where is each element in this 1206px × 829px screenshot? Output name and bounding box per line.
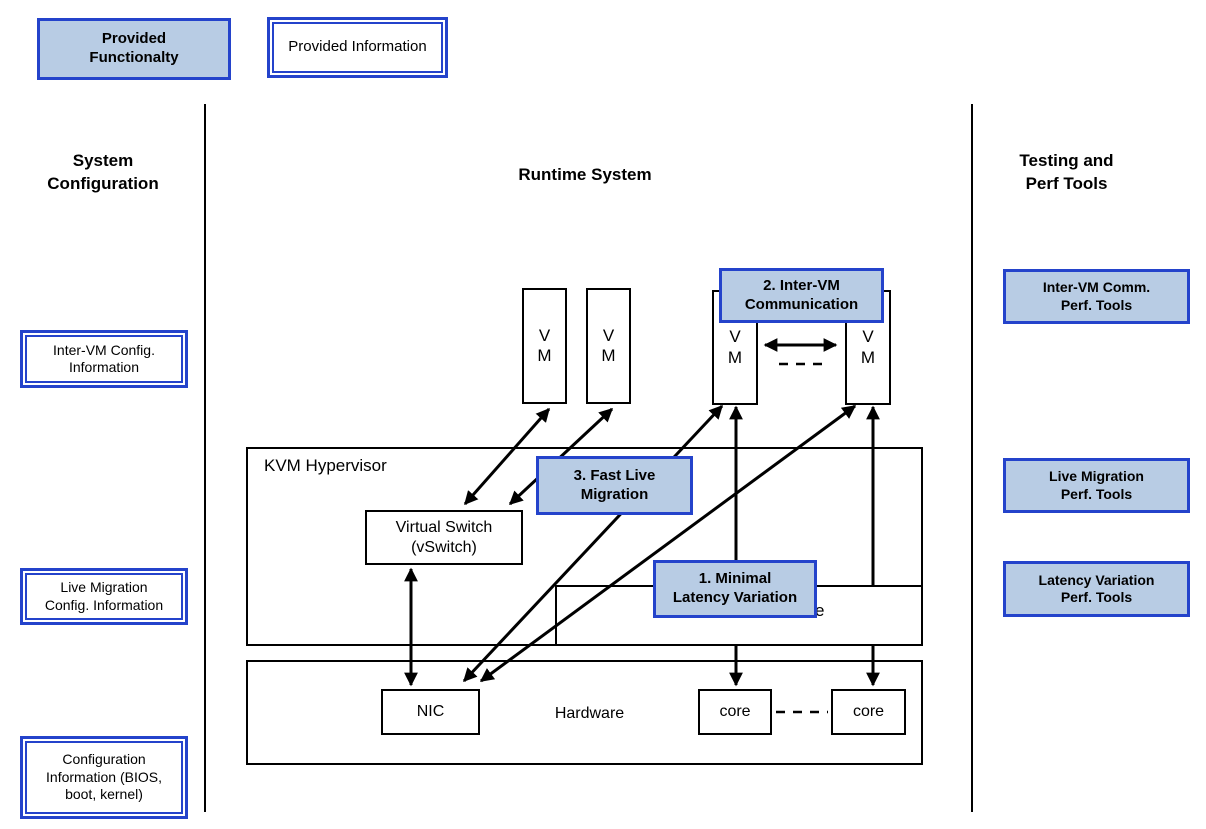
- legend-provided-functionality: Provided Functionalty: [37, 18, 231, 80]
- legend-provided-information: Provided Information: [267, 17, 448, 78]
- info-box-configuration-bios: Configuration Information (BIOS, boot, k…: [20, 736, 188, 819]
- legend-provided-information-label: Provided Information: [288, 38, 427, 56]
- overlay-inter-vm-communication-label: 2. Inter-VM Communication: [744, 276, 859, 313]
- vm-2-label: V M: [601, 325, 616, 365]
- info-box-configuration-bios-label: Configuration Information (BIOS, boot, k…: [46, 751, 162, 803]
- legend-provided-functionality-label: Provided Functionalty: [89, 30, 179, 66]
- info-box-live-migration-config-label: Live Migration Config. Information: [44, 579, 164, 613]
- info-box-inter-vm-config: Inter-VM Config. Information: [20, 330, 188, 388]
- core-1-label: core: [719, 703, 751, 720]
- vm-box-1: V M: [522, 288, 567, 404]
- vm-box-2: V M: [586, 288, 631, 404]
- vm-4-label: V M: [860, 327, 876, 367]
- nic-label: NIC: [416, 703, 445, 720]
- overlay-inter-vm-communication: 2. Inter-VM Communication: [719, 268, 884, 323]
- heading-testing-perf-tools: Testing and Perf Tools: [1019, 151, 1114, 193]
- vm-1-label: V M: [537, 325, 552, 365]
- tool-box-inter-vm-comm-label: Inter-VM Comm. Perf. Tools: [1042, 279, 1151, 313]
- core-box-1: core: [698, 689, 772, 735]
- tool-box-latency-variation: Latency Variation Perf. Tools: [1003, 561, 1190, 617]
- tool-box-latency-variation-label: Latency Variation Perf. Tools: [1038, 571, 1155, 606]
- overlay-fast-live-migration-label: 3. Fast Live Migration: [573, 466, 656, 503]
- nic-box: NIC: [381, 689, 480, 735]
- heading-system-configuration: System Configuration: [47, 151, 159, 193]
- tool-box-inter-vm-comm: Inter-VM Comm. Perf. Tools: [1003, 269, 1190, 324]
- heading-runtime-system: Runtime System: [518, 165, 652, 184]
- virtual-switch-box: Virtual Switch (vSwitch): [365, 510, 523, 565]
- core-2-label: core: [852, 703, 885, 720]
- info-box-live-migration-config: Live Migration Config. Information: [20, 568, 188, 625]
- overlay-fast-live-migration: 3. Fast Live Migration: [536, 456, 693, 515]
- hardware-box: Hardware: [246, 660, 923, 765]
- vm-3-label: V M: [727, 327, 743, 367]
- virtual-switch-label: Virtual Switch (vSwitch): [395, 518, 493, 556]
- overlay-minimal-latency-variation: 1. Minimal Latency Variation: [653, 560, 817, 618]
- kvm-hypervisor-label: KVM Hypervisor: [264, 456, 387, 475]
- tool-box-live-migration: Live Migration Perf. Tools: [1003, 458, 1190, 513]
- overlay-minimal-latency-variation-label: 1. Minimal Latency Variation: [672, 570, 798, 606]
- tool-box-live-migration-label: Live Migration Perf. Tools: [1049, 468, 1144, 502]
- info-box-inter-vm-config-label: Inter-VM Config. Information: [53, 341, 155, 376]
- hardware-label: Hardware: [554, 705, 625, 722]
- core-box-2: core: [831, 689, 906, 735]
